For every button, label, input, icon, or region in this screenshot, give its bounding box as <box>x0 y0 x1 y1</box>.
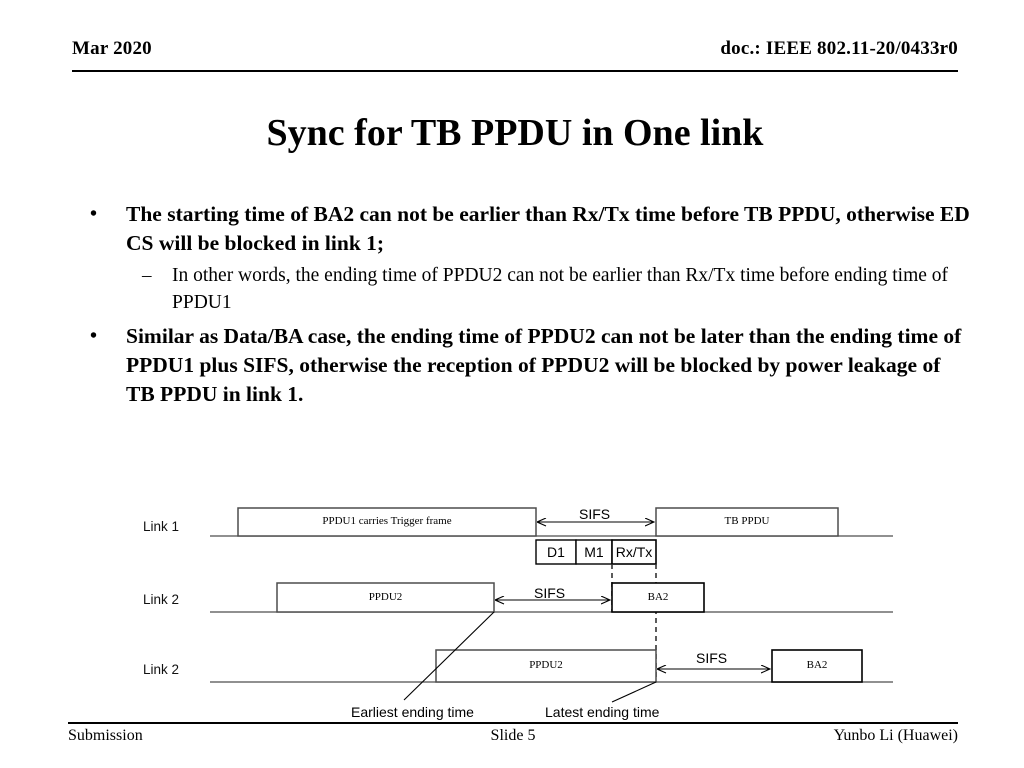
block-label-tb-ppdu: TB PPDU <box>724 515 770 527</box>
annotation-latest-ending-time: Latest ending time <box>545 704 660 720</box>
bullet-text-3: Similar as Data/BA case, the ending time… <box>126 324 962 406</box>
row-label-link1: Link 1 <box>143 519 180 534</box>
block-label-ppdu1-trigger: PPDU1 carries Trigger frame <box>322 515 452 527</box>
bullet-item-2: – In other words, the ending time of PPD… <box>72 262 972 316</box>
bullet-item-1: • The starting time of BA2 can not be ea… <box>72 200 972 258</box>
block-label-ba2-row2: BA2 <box>647 591 669 603</box>
block-label-d1: D1 <box>547 544 565 560</box>
header-date: Mar 2020 <box>72 38 152 59</box>
annotation-earliest-ending-time: Earliest ending time <box>351 704 474 720</box>
interval-label-sifs-row3: SIFS <box>696 650 728 666</box>
bullet-list: • The starting time of BA2 can not be ea… <box>72 200 972 411</box>
bullet-marker-icon: • <box>90 203 98 225</box>
interval-label-sifs-row2: SIFS <box>534 585 566 601</box>
bullet-text-1: The starting time of BA2 can not be earl… <box>126 202 970 255</box>
page-title: Sync for TB PPDU in One link <box>266 112 764 154</box>
slide-header: Mar 2020 doc.: IEEE 802.11-20/0433r0 <box>72 38 958 60</box>
block-label-ppdu2-row2: PPDU2 <box>368 591 403 603</box>
row-label-link2-b: Link 2 <box>143 662 180 677</box>
header-divider <box>72 70 958 72</box>
row-label-link2-a: Link 2 <box>143 592 180 607</box>
footer-submission: Submission <box>68 727 143 744</box>
interval-label-sifs-row1: SIFS <box>579 506 611 522</box>
footer-divider <box>68 722 958 724</box>
block-label-rxtx: Rx/Tx <box>615 544 653 560</box>
footer-slide-number: Slide 5 <box>490 727 536 744</box>
bullet-text-2: In other words, the ending time of PPDU2… <box>172 265 949 313</box>
header-doc-id: doc.: IEEE 802.11-20/0433r0 <box>720 38 958 59</box>
block-label-ppdu2-row3: PPDU2 <box>529 659 563 671</box>
bullet-marker-icon: • <box>90 325 98 347</box>
block-label-ba2-row3: BA2 <box>806 659 828 671</box>
sub-bullet-marker-icon: – <box>142 265 152 286</box>
slide-footer: Submission Slide 5 Yunbo Li (Huawei) <box>68 727 958 745</box>
footer-author: Yunbo Li (Huawei) <box>833 727 958 744</box>
bullet-item-3: • Similar as Data/BA case, the ending ti… <box>72 322 972 409</box>
block-label-m1: M1 <box>584 544 604 560</box>
